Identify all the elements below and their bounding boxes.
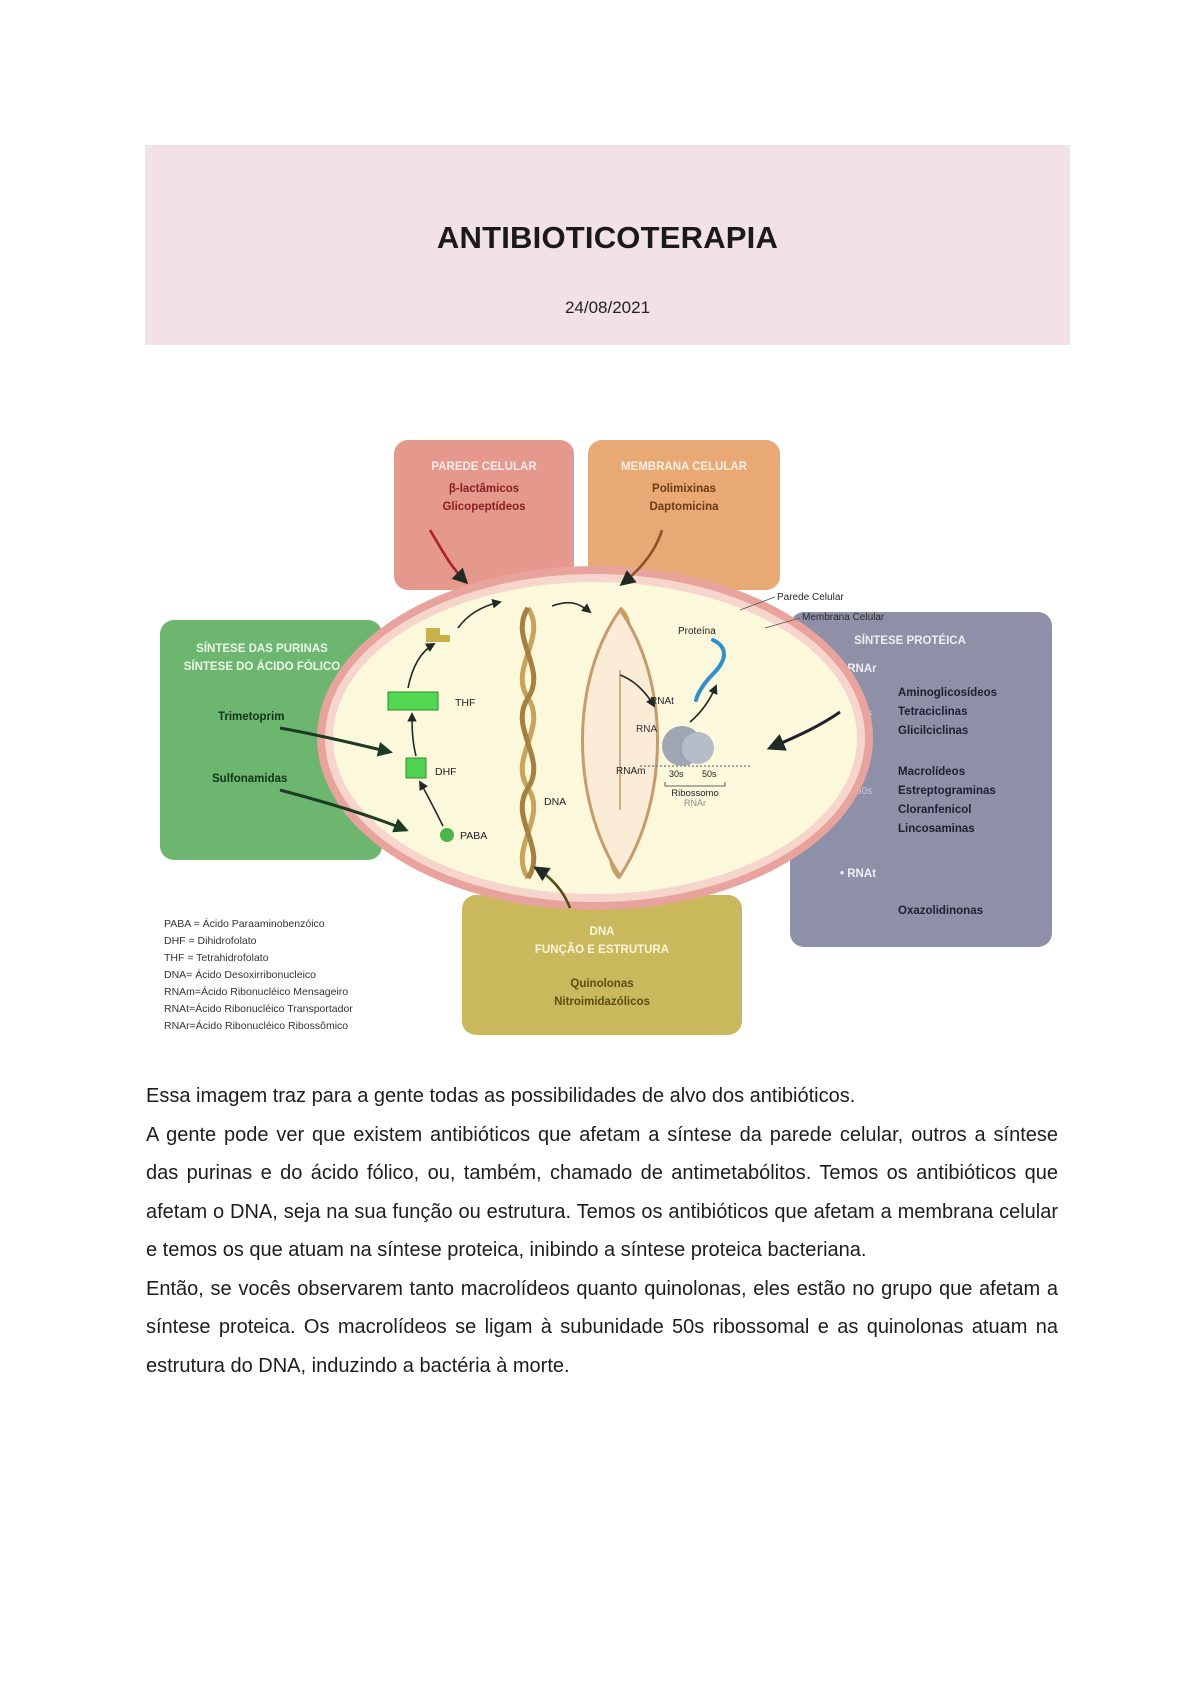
dna-box-title: FUNÇÃO E ESTRUTURA bbox=[535, 943, 669, 956]
dhf-label: DHF bbox=[435, 766, 457, 778]
dna-drug: Quinolonas bbox=[570, 978, 633, 990]
protein-chain bbox=[694, 638, 726, 702]
folate-drug: Trimetoprim bbox=[218, 711, 284, 723]
folate-title: SÍNTESE DAS PURINAS bbox=[196, 642, 328, 655]
thf-block bbox=[387, 691, 439, 711]
pathway-arrows bbox=[407, 598, 718, 827]
folate-title: SÍNTESE DO ÁCIDO FÓLICO bbox=[184, 660, 341, 673]
legend-item: DNA= Ácido Desoxirribonucleico bbox=[164, 968, 316, 981]
thf-label: THF bbox=[455, 697, 475, 709]
protein-50s-label: 50s bbox=[856, 786, 872, 797]
dna-box-title: DNA bbox=[590, 926, 615, 938]
abbreviation-legend: PABA = Ácido Paraaminobenzóico DHF = Dih… bbox=[164, 917, 353, 1032]
sulfonamide-target-arrow bbox=[279, 788, 409, 833]
legend-item: RNAm=Ácido Ribonucléico Mensageiro bbox=[164, 985, 348, 998]
legend-item: THF = Tetrahidrofolato bbox=[164, 952, 269, 964]
cell-wall-drug: β-lactâmicos bbox=[449, 483, 519, 495]
dna-label: DNA bbox=[544, 796, 566, 808]
page-date: 24/08/2021 bbox=[564, 298, 651, 317]
body-text: Essa imagem traz para a gente todas as p… bbox=[146, 1077, 1058, 1385]
s30-label: 30s bbox=[669, 769, 684, 779]
protein-rnat-label: • RNAt bbox=[840, 868, 876, 880]
rnam-label: RNAm bbox=[616, 766, 645, 777]
trimethoprim-target-arrow bbox=[279, 726, 393, 757]
dhf-cube bbox=[405, 757, 427, 779]
membrane-drug: Daptomicina bbox=[649, 501, 719, 513]
rna-label: RNA bbox=[636, 724, 657, 735]
diagram-svg: PAREDE CELULAR β-lactâmicos Glicopeptíde… bbox=[160, 440, 1052, 1035]
paba-sphere bbox=[440, 828, 454, 842]
protein-label: Proteína bbox=[678, 626, 716, 637]
membrane-box: MEMBRANA CELULAR Polimixinas Daptomicina bbox=[588, 440, 780, 590]
protein-drug-50s: Cloranfenicol bbox=[898, 804, 971, 816]
protein-drug-50s: Estreptograminas bbox=[898, 785, 996, 797]
membrane-target-arrow bbox=[619, 529, 664, 586]
antibiotic-targets-diagram: PAREDE CELULAR β-lactâmicos Glicopeptíde… bbox=[150, 430, 1070, 1040]
paba-label: PABA bbox=[460, 830, 487, 842]
dna-box: DNA FUNÇÃO E ESTRUTURA Quinolonas Nitroi… bbox=[462, 895, 742, 1035]
cell-wall-target-arrow bbox=[428, 529, 469, 585]
protein-drug-50s: Lincosaminas bbox=[898, 823, 975, 835]
rnat-label: RNAt bbox=[650, 696, 674, 707]
paragraph: A gente pode ver que existem antibiótico… bbox=[146, 1123, 1058, 1262]
header-band: ANTIBIOTICOTERAPIA 24/08/2021 bbox=[145, 145, 1070, 345]
protein-title: SÍNTESE PROTÉICA bbox=[854, 634, 966, 647]
purine-product bbox=[426, 628, 450, 642]
legend-item: DHF = Dihidrofolato bbox=[164, 935, 257, 947]
protein-drug-30s: Tetraciclinas bbox=[898, 706, 967, 718]
protein-drug-30s: Aminoglicosídeos bbox=[898, 687, 997, 699]
legend-item: RNAt=Ácido Ribonucléico Transportador bbox=[164, 1002, 353, 1015]
protein-drug-rnat: Oxazolidinonas bbox=[898, 905, 983, 917]
cell-wall-title: PAREDE CELULAR bbox=[431, 461, 537, 473]
wall-label: Parede Celular bbox=[777, 592, 844, 603]
dna-target-arrow bbox=[533, 866, 572, 909]
ribosome bbox=[640, 638, 752, 767]
page-title: ANTIBIOTICOTERAPIA bbox=[436, 220, 779, 255]
protein-drug-50s: Macrolídeos bbox=[898, 766, 965, 778]
membrane-label: Membrana Celular bbox=[802, 612, 885, 623]
membrane-drug: Polimixinas bbox=[652, 483, 716, 495]
drug-target-arrows bbox=[279, 529, 841, 909]
rnar-label: RNAr bbox=[684, 798, 706, 808]
paragraph: Então, se vocês observarem tanto macrolí… bbox=[146, 1277, 1058, 1377]
folate-pathway bbox=[387, 628, 454, 842]
dna-drug: Nitroimidazólicos bbox=[554, 996, 650, 1008]
protein-target-arrow bbox=[766, 710, 841, 751]
folate-box: SÍNTESE DAS PURINAS SÍNTESE DO ÁCIDO FÓL… bbox=[160, 620, 382, 860]
cell-wall-box: PAREDE CELULAR β-lactâmicos Glicopeptíde… bbox=[394, 440, 574, 590]
ribosome-label: Ribossomo bbox=[671, 788, 719, 799]
legend-item: RNAr=Ácido Ribonucléico Ribossômico bbox=[164, 1019, 348, 1032]
protein-drug-30s: Glicilciclinas bbox=[898, 725, 968, 737]
cell-wall-drug: Glicopeptídeos bbox=[442, 501, 525, 513]
rna-bubble bbox=[581, 606, 659, 880]
paragraph: Essa imagem traz para a gente todas as p… bbox=[146, 1085, 856, 1107]
membrane-title: MEMBRANA CELULAR bbox=[621, 461, 748, 473]
legend-item: PABA = Ácido Paraaminobenzóico bbox=[164, 917, 325, 930]
dna-helix bbox=[519, 606, 537, 880]
s50-label: 50s bbox=[702, 769, 717, 779]
folate-drug: Sulfonamidas bbox=[212, 773, 287, 785]
